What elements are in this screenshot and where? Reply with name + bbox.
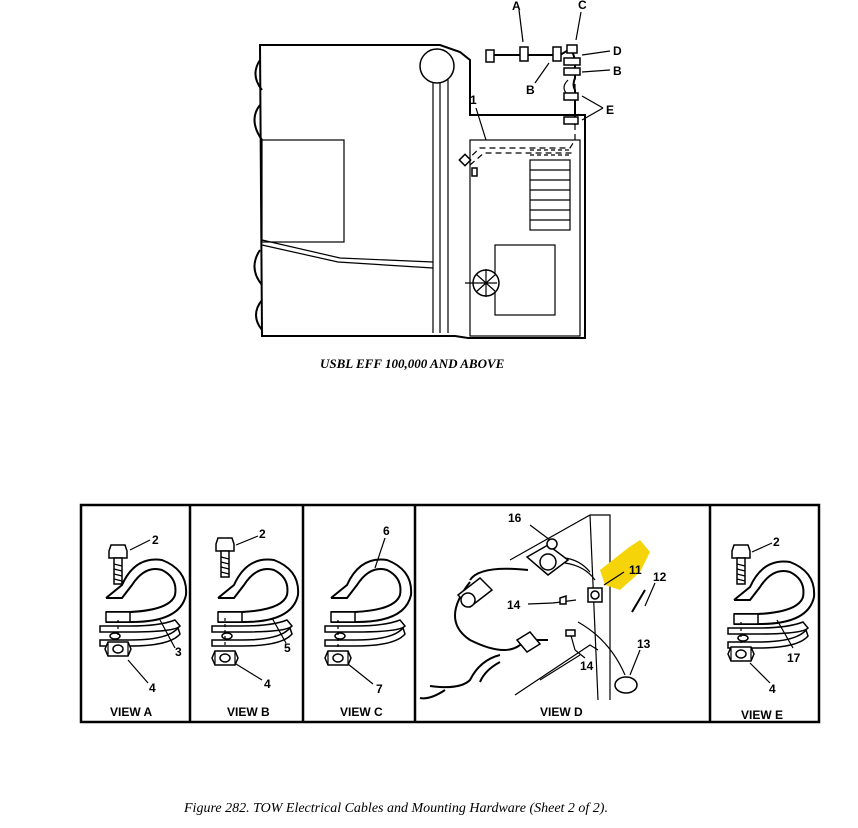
callout-B-left: B	[526, 83, 535, 97]
view-b: 2 5 4 VIEW B	[211, 527, 300, 719]
view-d: 16 11 12 14 13 14 VIEW D	[419, 511, 667, 719]
view-b-callout-4: 4	[264, 677, 271, 691]
view-e: 2 17 4 VIEW E	[727, 535, 816, 722]
view-e-callout-4: 4	[769, 682, 776, 696]
view-b-label: VIEW B	[227, 705, 270, 719]
view-c-label: VIEW C	[340, 705, 383, 719]
highlight-marker	[600, 540, 650, 590]
callout-C: C	[578, 0, 587, 12]
view-b-callout-2: 2	[259, 527, 266, 541]
view-c-callout-6: 6	[383, 524, 390, 538]
view-d-callout-11: 11	[629, 563, 642, 577]
view-a-callout-2: 2	[152, 533, 159, 547]
callout-E: E	[606, 103, 614, 117]
view-d-label: VIEW D	[540, 705, 583, 719]
view-d-callout-14-upper: 14	[507, 598, 521, 612]
callout-D: D	[613, 44, 622, 58]
callout-1: 1	[470, 93, 477, 107]
vent-grille	[529, 149, 571, 231]
view-a-callout-3: 3	[175, 645, 182, 659]
view-b-callout-5: 5	[284, 641, 291, 655]
callout-B-right: B	[613, 64, 622, 78]
usbl-label: USBL EFF 100,000 AND ABOVE	[320, 356, 505, 371]
view-d-callout-12: 12	[653, 570, 667, 584]
figure-caption: Figure 282. TOW Electrical Cables and Mo…	[183, 801, 608, 816]
view-d-callout-13: 13	[637, 637, 651, 651]
vehicle-top-view: A C D B B E 1	[253, 0, 622, 339]
view-e-callout-2: 2	[773, 535, 780, 549]
view-a: 2 3 4 VIEW A	[99, 533, 188, 719]
view-e-callout-17: 17	[787, 651, 801, 665]
callout-A: A	[512, 0, 521, 13]
hand-wheel-icon	[465, 269, 500, 297]
view-d-callout-16: 16	[508, 511, 522, 525]
view-d-callout-14-lower: 14	[580, 659, 594, 673]
detail-views-panel	[79, 503, 821, 724]
view-e-label: VIEW E	[741, 708, 783, 722]
view-c-callout-7: 7	[376, 682, 383, 696]
view-a-label: VIEW A	[110, 705, 153, 719]
view-c: 6 7 VIEW C	[324, 524, 413, 719]
view-a-callout-4: 4	[149, 681, 156, 695]
